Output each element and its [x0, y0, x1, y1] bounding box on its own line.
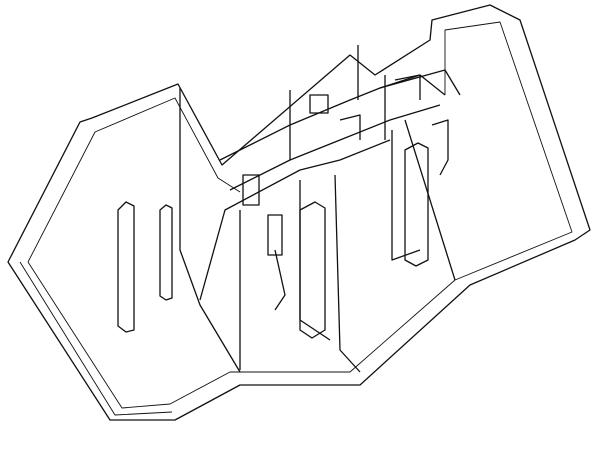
outer-walls — [7, 4, 591, 421]
doors — [242, 74, 449, 311]
columns — [117, 142, 429, 339]
interior-walls — [179, 45, 461, 373]
